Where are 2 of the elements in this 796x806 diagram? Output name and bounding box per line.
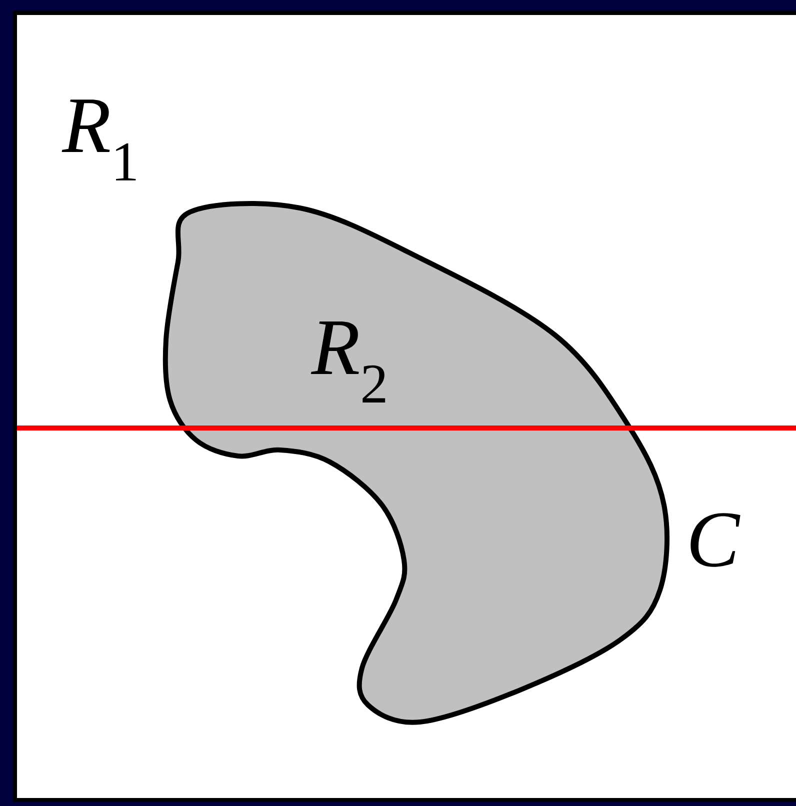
curve-label: C xyxy=(690,513,740,567)
shaded-region: R$_{2}$ xyxy=(162,201,670,725)
